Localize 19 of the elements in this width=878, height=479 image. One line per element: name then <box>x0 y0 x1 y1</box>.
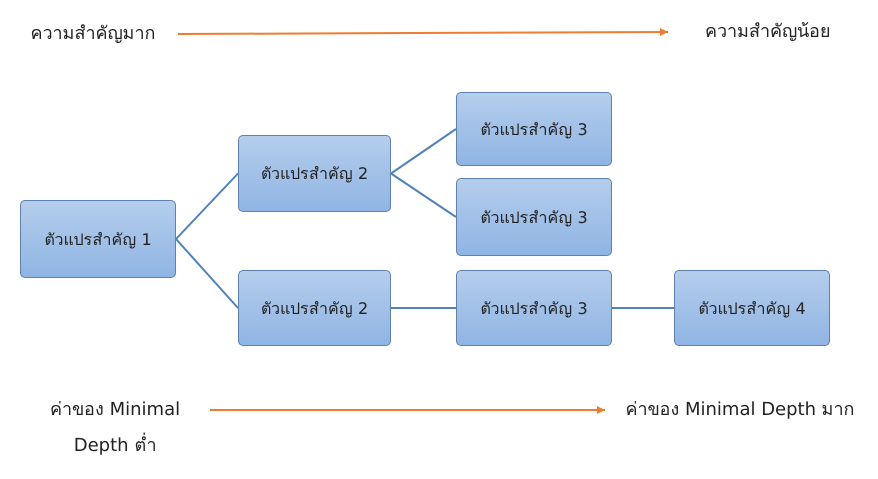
connector-line <box>390 172 457 218</box>
note-text: ค่าของ Minimal Depth ต่ำ <box>20 392 210 464</box>
variable-box: ตัวแปรสำคัญ 2 <box>238 135 391 212</box>
variable-box: ตัวแปรสำคัญ 3 <box>456 270 612 346</box>
note-text: ความสำคัญมาก <box>8 16 178 52</box>
connector-line <box>175 238 239 309</box>
connector-line <box>175 172 239 240</box>
variable-box: ตัวแปรสำคัญ 4 <box>674 270 830 346</box>
connector-line <box>390 128 457 174</box>
variable-box: ตัวแปรสำคัญ 2 <box>238 270 391 346</box>
variable-box: ตัวแปรสำคัญ 3 <box>456 178 612 256</box>
arrow <box>178 28 668 36</box>
variable-box: ตัวแปรสำคัญ 1 <box>20 200 176 278</box>
connector-line <box>612 307 674 309</box>
note-text: ความสำคัญน้อย <box>668 14 868 50</box>
note-text: ค่าของ Minimal Depth มาก <box>605 392 875 428</box>
variable-box: ตัวแปรสำคัญ 3 <box>456 92 612 166</box>
arrow <box>210 406 605 414</box>
connector-line <box>391 307 456 309</box>
